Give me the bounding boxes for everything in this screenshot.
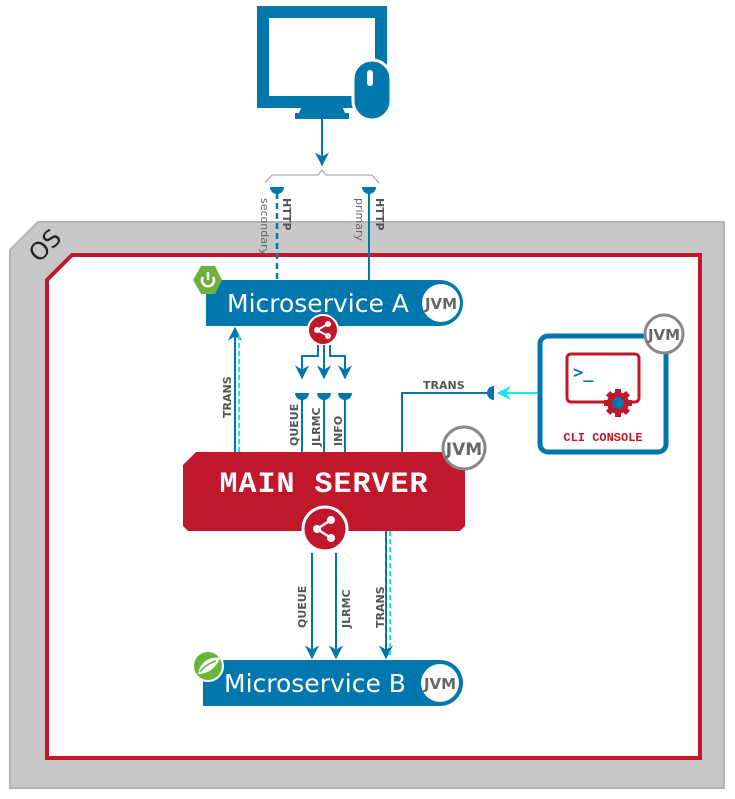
- main-to-b-links: QUEUE JLRMC TRANS: [296, 531, 393, 660]
- http-brace: [264, 169, 380, 184]
- svg-text:JVM: JVM: [647, 326, 680, 344]
- link-label-trans-b: TRANS: [374, 586, 387, 628]
- microservice-a-title: Microservice A: [227, 289, 409, 318]
- link-label-info: INFO: [332, 416, 345, 446]
- cli-jvm-badge: JVM: [643, 313, 685, 355]
- link-label-jlrmc-b: JLRMC: [340, 589, 353, 629]
- main-server[interactable]: MAIN SERVER JVM: [183, 425, 487, 531]
- svg-text:JVM: JVM: [424, 295, 457, 313]
- link-label-queue-b: QUEUE: [296, 586, 309, 628]
- link-label-trans-a: TRANS: [221, 376, 234, 418]
- svg-text:JVM: JVM: [423, 675, 456, 693]
- microservice-a[interactable]: Microservice A JVM: [193, 266, 463, 326]
- cli-console[interactable]: >_ CLI CONSOLE JVM: [537, 313, 685, 455]
- link-label-queue: QUEUE: [288, 404, 301, 446]
- microservice-b-jvm-badge: JVM: [421, 664, 459, 702]
- terminal-prompt: >_: [573, 363, 594, 383]
- microservice-b[interactable]: Microservice B JVM: [192, 650, 463, 706]
- http-secondary-link: secondary HTTP: [258, 187, 293, 280]
- http-primary-link: primary HTTP: [353, 187, 386, 280]
- main-to-a-trans-link: TRANS: [221, 326, 242, 452]
- http-secondary-role: secondary: [258, 198, 271, 255]
- gear-icon: [604, 389, 632, 417]
- main-server-jvm-badge: JVM: [441, 425, 487, 471]
- http-secondary-protocol: HTTP: [280, 198, 293, 231]
- microservice-b-title: Microservice B: [224, 669, 406, 698]
- share-hub-icon-main: [301, 505, 349, 553]
- share-hub-icon-a: [307, 314, 339, 346]
- link-label-trans-cli: TRANS: [423, 379, 465, 392]
- microservice-a-jvm-badge: JVM: [422, 284, 460, 322]
- spring-boot-power-icon: [193, 266, 222, 294]
- link-label-jlrmc: JLRMC: [310, 407, 323, 447]
- a-to-main-links: QUEUE JLRMC INFO: [288, 345, 352, 452]
- spring-leaf-icon: [192, 650, 224, 682]
- main-server-title: MAIN SERVER: [219, 468, 428, 502]
- http-primary-protocol: HTTP: [373, 198, 386, 231]
- svg-text:JVM: JVM: [445, 440, 482, 460]
- cli-console-title: CLI CONSOLE: [563, 431, 642, 445]
- cli-to-main-trans-link: TRANS: [401, 379, 540, 452]
- http-primary-role: primary: [353, 198, 366, 242]
- desktop-computer-with-mouse-icon: [257, 6, 393, 122]
